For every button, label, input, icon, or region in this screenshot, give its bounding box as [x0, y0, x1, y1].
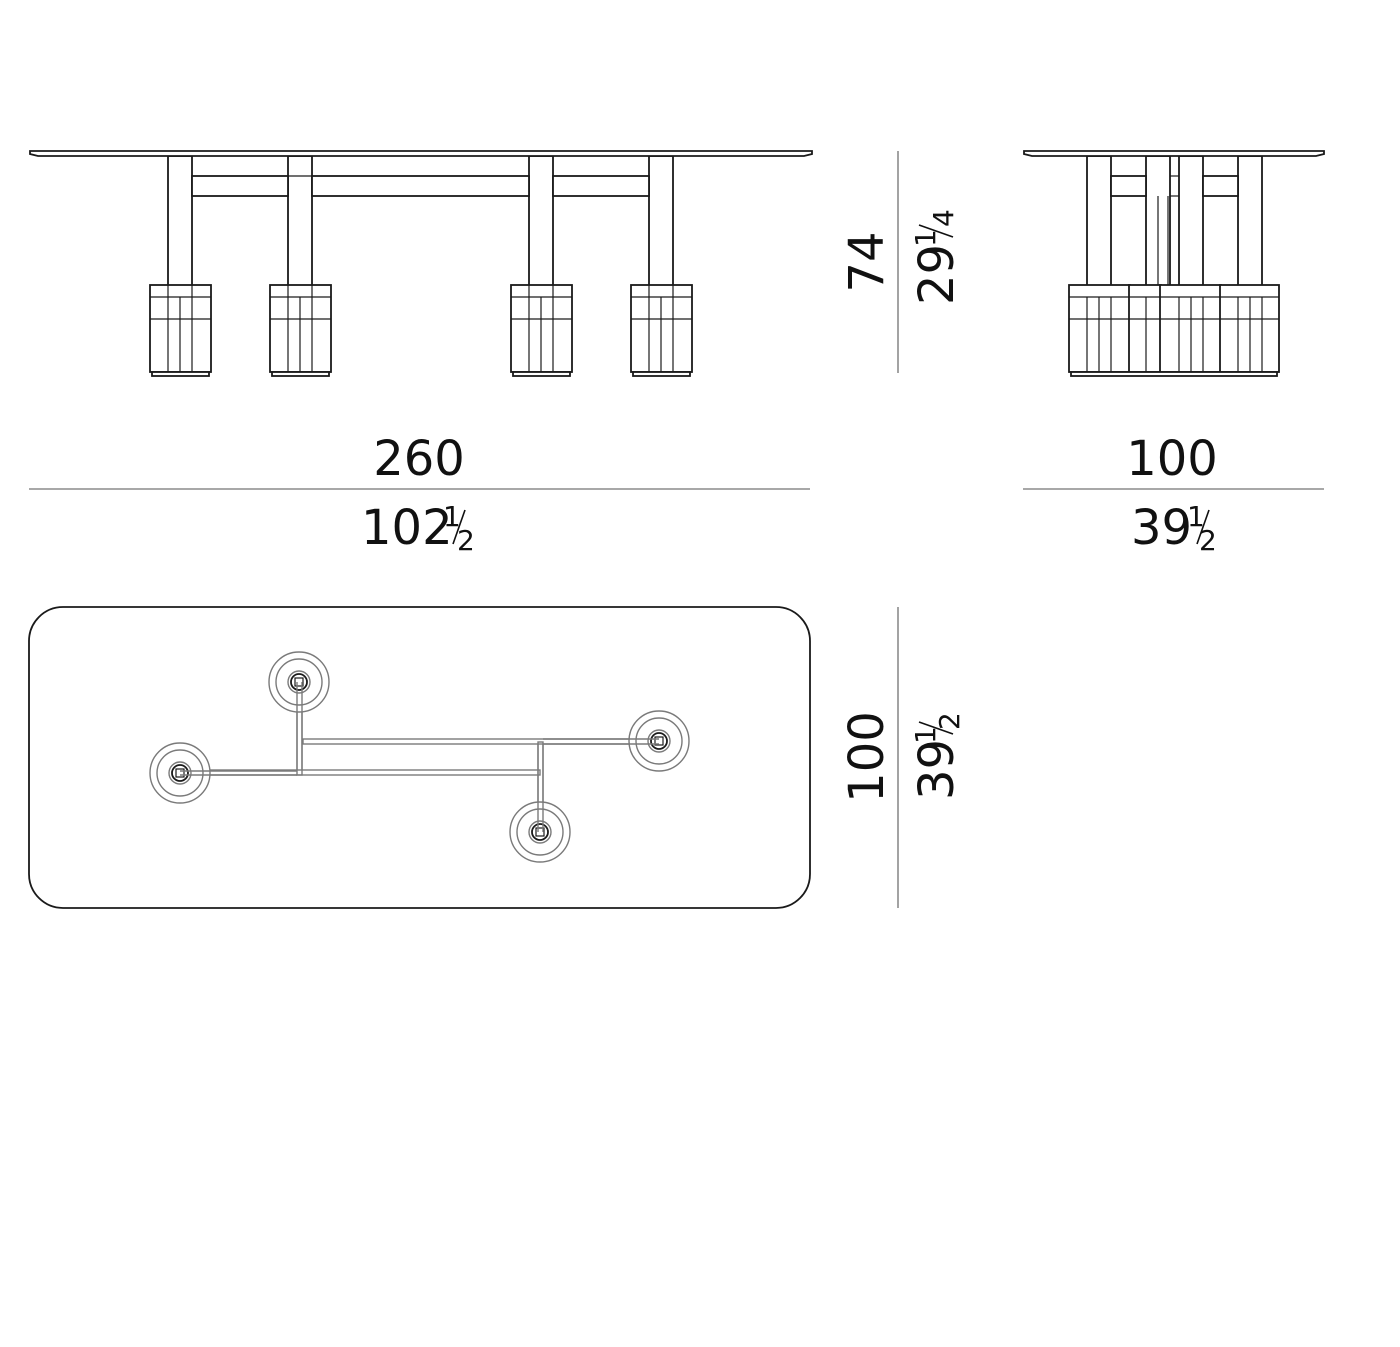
length-cm-label: 260	[373, 431, 465, 487]
width-in-frac-den: 2	[1199, 524, 1217, 557]
side-stretcher-right	[552, 175, 650, 197]
depth-in-whole: 39	[909, 739, 965, 800]
end-elevation-view	[1023, 150, 1325, 377]
end-leg-3	[1178, 155, 1204, 287]
end-stretcher-right	[1202, 175, 1239, 197]
side-foot-3	[510, 284, 573, 377]
width-in-frac-num: 1	[1187, 500, 1205, 533]
height-in-frac-den: 4	[927, 209, 960, 227]
plan-table-top	[28, 606, 811, 909]
length-in-frac-den: 2	[457, 524, 475, 557]
side-leg-4	[648, 155, 674, 287]
side-stretcher-middle	[311, 175, 530, 197]
side-foot-2	[269, 284, 332, 377]
plan-view	[28, 606, 811, 909]
height-dimension: 74 29 1 4	[839, 151, 965, 373]
end-table-top	[1023, 150, 1325, 157]
length-dimension: 260 102 1 2	[29, 431, 810, 557]
side-leg-1	[167, 155, 193, 287]
width-dimension: 100 39 1 2	[1023, 431, 1324, 557]
side-foot-1	[149, 284, 212, 377]
side-table-top	[29, 150, 813, 157]
depth-in-frac-den: 2	[933, 712, 966, 730]
side-leg-3	[528, 155, 554, 287]
height-in-frac-num: 1	[909, 229, 942, 247]
end-leg-4	[1237, 155, 1263, 287]
width-in-whole: 39	[1131, 500, 1192, 556]
width-cm-label: 100	[1126, 431, 1218, 487]
depth-dimension: 100 39 1 2	[839, 607, 966, 908]
height-cm-label: 74	[839, 231, 895, 292]
end-stretcher-left	[1110, 175, 1147, 197]
height-in-whole: 29	[909, 244, 965, 305]
plan-leg-3	[543, 710, 690, 772]
plan-leg-2	[268, 651, 330, 770]
side-foot-4	[630, 284, 693, 377]
depth-in-frac-num: 1	[909, 726, 942, 744]
side-stretcher-left	[191, 175, 289, 197]
end-leg-1	[1086, 155, 1112, 287]
end-feet	[1068, 284, 1280, 377]
length-in-whole: 102	[361, 500, 453, 556]
side-elevation-view	[29, 150, 813, 377]
length-in-frac-num: 1	[443, 500, 461, 533]
plan-leg-1	[149, 742, 297, 804]
plan-leg-4	[509, 744, 571, 863]
depth-cm-label: 100	[839, 711, 895, 803]
